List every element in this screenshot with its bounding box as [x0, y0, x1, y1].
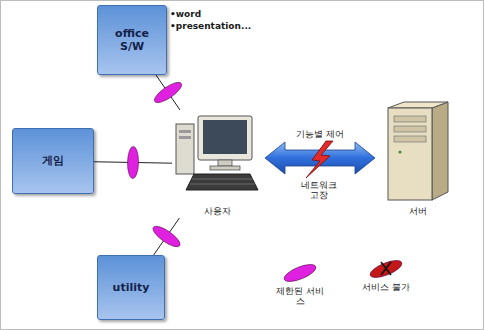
monitor-stand	[218, 160, 232, 166]
server-drive	[394, 126, 426, 132]
game-box: 게임	[12, 128, 94, 194]
pc-drive	[179, 136, 191, 139]
monitor-base	[210, 166, 240, 170]
server-led	[398, 150, 401, 153]
connector	[152, 75, 185, 110]
swatch-ellipse	[282, 262, 318, 284]
utility-box: utility	[97, 255, 165, 320]
legend-entry: 제한된 서비스	[272, 262, 328, 307]
software-box: office S/W	[97, 5, 167, 75]
pc-drive	[179, 130, 191, 133]
server-drive	[394, 116, 426, 122]
server-node: 서버	[378, 100, 458, 218]
network-failure-bolt	[306, 141, 333, 178]
keyboard-row	[190, 184, 255, 185]
unavailable-cross	[381, 262, 391, 275]
icon-caption: 서버	[378, 205, 458, 218]
pc-tower	[176, 124, 194, 174]
server-top	[388, 102, 448, 108]
swatch-ellipse	[368, 258, 404, 280]
computer-icon	[172, 110, 260, 202]
legend-swatch	[280, 262, 320, 284]
box-label: office S/W	[102, 27, 162, 53]
icon-caption: 사용자	[172, 205, 262, 218]
edge-label: 기능별 제어	[295, 129, 345, 139]
server-side	[432, 102, 448, 200]
monitor-screen	[203, 120, 247, 154]
connector	[150, 218, 183, 255]
limit-marker	[127, 146, 139, 178]
bullet-note: •word	[170, 9, 201, 19]
monitor-case	[198, 116, 252, 160]
limit-marker	[152, 79, 185, 106]
keyboard	[186, 174, 258, 190]
unavailable-cross	[381, 262, 391, 275]
user-computer: 사용자	[172, 110, 262, 218]
limit-marker	[150, 223, 183, 250]
keyboard-row	[192, 179, 253, 180]
server-icon	[378, 100, 458, 204]
box-label: 게임	[42, 154, 64, 167]
box-label: utility	[113, 281, 150, 294]
legend-text: 서비스 불가	[358, 282, 414, 292]
legend-entry: 서비스 불가	[358, 258, 414, 292]
connector	[94, 146, 172, 178]
failure-note: 네트워크 고장	[296, 180, 342, 201]
legend-text: 제한된 서비스	[272, 286, 328, 307]
legend-swatch	[366, 258, 406, 280]
server-front	[388, 108, 432, 200]
server-drive	[394, 136, 426, 142]
bullet-note: •presentation...	[170, 21, 251, 31]
